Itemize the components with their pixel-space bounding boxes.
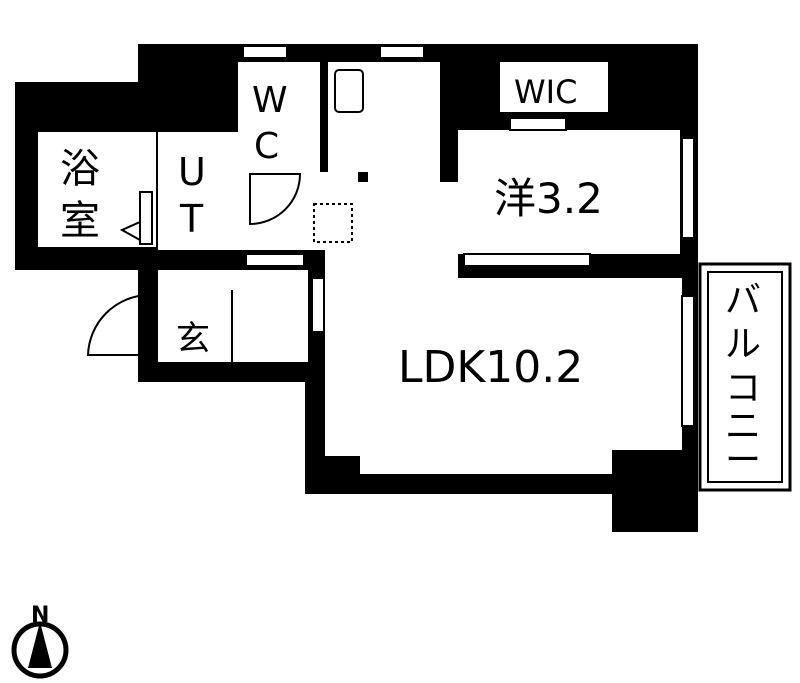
western-room-label: 洋3.2 — [494, 174, 603, 223]
balcony-char-3: コ — [725, 368, 761, 409]
balcony — [698, 262, 792, 492]
door-swings — [86, 173, 302, 362]
wic-label: WIC — [514, 73, 577, 111]
utility-label-1: U — [178, 150, 206, 194]
bath-label-2: 室 — [60, 198, 100, 244]
wc-label-1: W — [252, 80, 288, 121]
balcony-char-5: ー — [725, 440, 761, 481]
compass: N — [11, 603, 69, 679]
balcony-char-1: バ — [725, 280, 761, 321]
fixtures — [119, 69, 364, 243]
wc-label-2: C — [254, 126, 279, 167]
ldk-label: LDK10.2 — [398, 342, 583, 393]
utility-label-2: T — [179, 197, 204, 241]
compass-north-label: N — [31, 603, 49, 628]
room-labels: 浴 室 U T W C WIC 洋3.2 LDK10.2 玄 バ ル コ ニ ー — [60, 73, 761, 481]
balcony-char-2: ル — [725, 324, 761, 365]
room-interiors — [38, 62, 682, 474]
balcony-char-4: ニ — [725, 406, 761, 447]
entrance-label: 玄 — [176, 319, 210, 359]
bath-label-1: 浴 — [60, 146, 100, 192]
windows — [139, 45, 695, 427]
